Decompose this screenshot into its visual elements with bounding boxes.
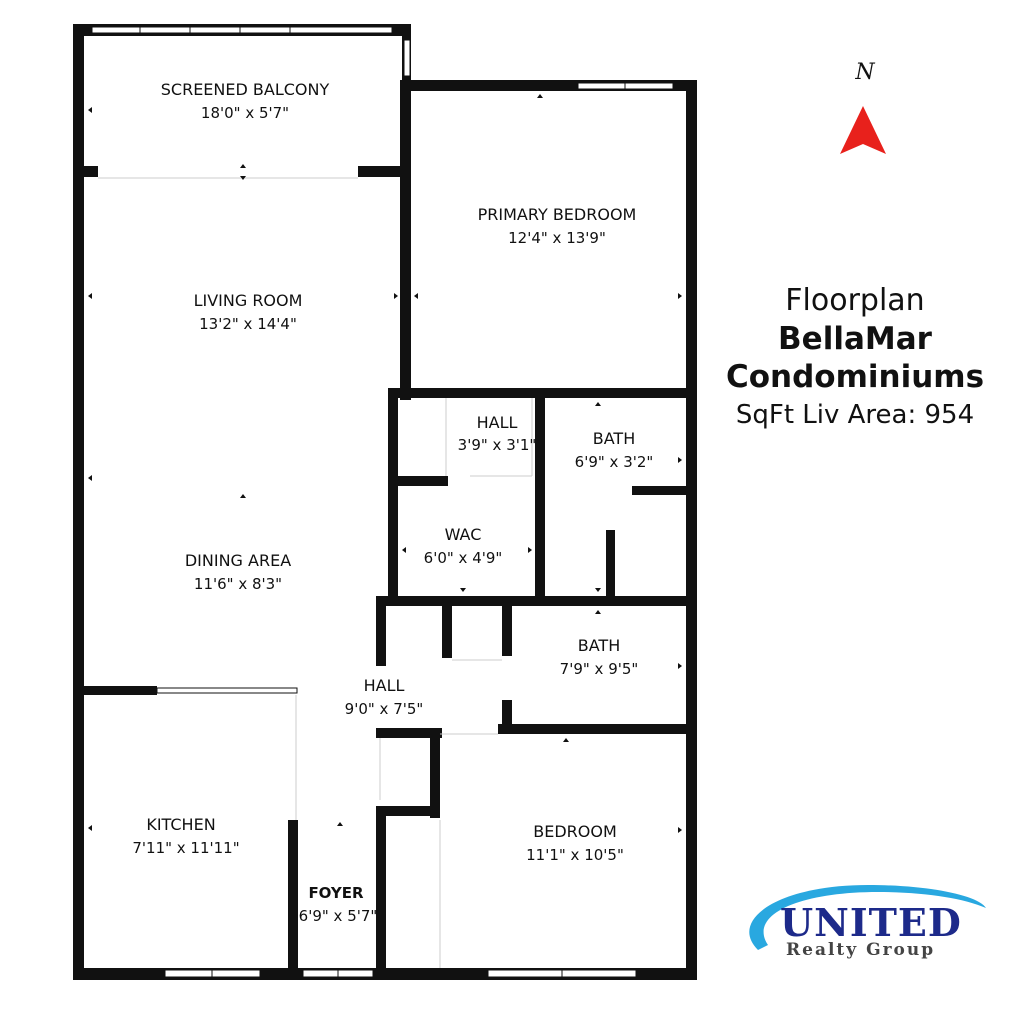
north-arrow-icon xyxy=(840,106,886,154)
foyer-dim: 6'9" x 5'7" xyxy=(299,907,378,925)
info-sqft: SqFt Liv Area: 954 xyxy=(735,400,975,430)
screened-balcony-dim: 18'0" x 5'7" xyxy=(201,104,289,122)
window-mullions xyxy=(139,27,626,977)
living-room-name: LIVING ROOM xyxy=(194,291,303,310)
bedroom-dim: 11'1" x 10'5" xyxy=(526,846,624,864)
living-room-dim: 13'2" x 14'4" xyxy=(199,315,297,333)
north-label: N xyxy=(855,60,875,85)
info-title: Floorplan xyxy=(785,283,925,318)
united-realty-logo: UNITED Realty Group xyxy=(738,880,988,970)
bath-upper-dim: 6'9" x 3'2" xyxy=(575,453,654,471)
dining-area-dim: 11'6" x 8'3" xyxy=(194,575,282,593)
bedroom-name: BEDROOM xyxy=(533,822,617,841)
wac-dim: 6'0" x 4'9" xyxy=(424,549,503,567)
primary-bedroom-dim: 12'4" x 13'9" xyxy=(508,229,606,247)
openings xyxy=(98,177,533,968)
dining-area-name: DINING AREA xyxy=(185,551,291,570)
primary-bedroom-name: PRIMARY BEDROOM xyxy=(478,205,637,224)
logo-brand: UNITED xyxy=(780,900,962,945)
wac-name: WAC xyxy=(445,525,482,544)
wall-markers xyxy=(88,94,682,833)
screened-balcony-name: SCREENED BALCONY xyxy=(161,80,330,99)
room-labels: SCREENED BALCONY 18'0" x 5'7" PRIMARY BE… xyxy=(132,80,653,925)
kitchen-name: KITCHEN xyxy=(146,815,215,834)
bath-lower-dim: 7'9" x 9'5" xyxy=(560,660,639,678)
property-info: Floorplan BellaMar Condominiums SqFt Liv… xyxy=(700,282,1010,434)
bath-lower-name: BATH xyxy=(578,636,620,655)
north-compass: N xyxy=(830,60,900,160)
hall-upper-dim: 3'9" x 3'1" xyxy=(458,436,537,454)
logo-tagline: Realty Group xyxy=(786,940,936,960)
foyer-name: FOYER xyxy=(308,884,364,902)
hall-lower-dim: 9'0" x 7'5" xyxy=(345,700,424,718)
kitchen-dim: 7'11" x 11'11" xyxy=(132,839,239,857)
hall-upper-name: HALL xyxy=(477,413,518,432)
hall-lower-name: HALL xyxy=(364,676,405,695)
info-building-name: BellaMar xyxy=(778,321,932,357)
bath-upper-name: BATH xyxy=(593,429,635,448)
info-building-type: Condominiums xyxy=(725,359,985,395)
